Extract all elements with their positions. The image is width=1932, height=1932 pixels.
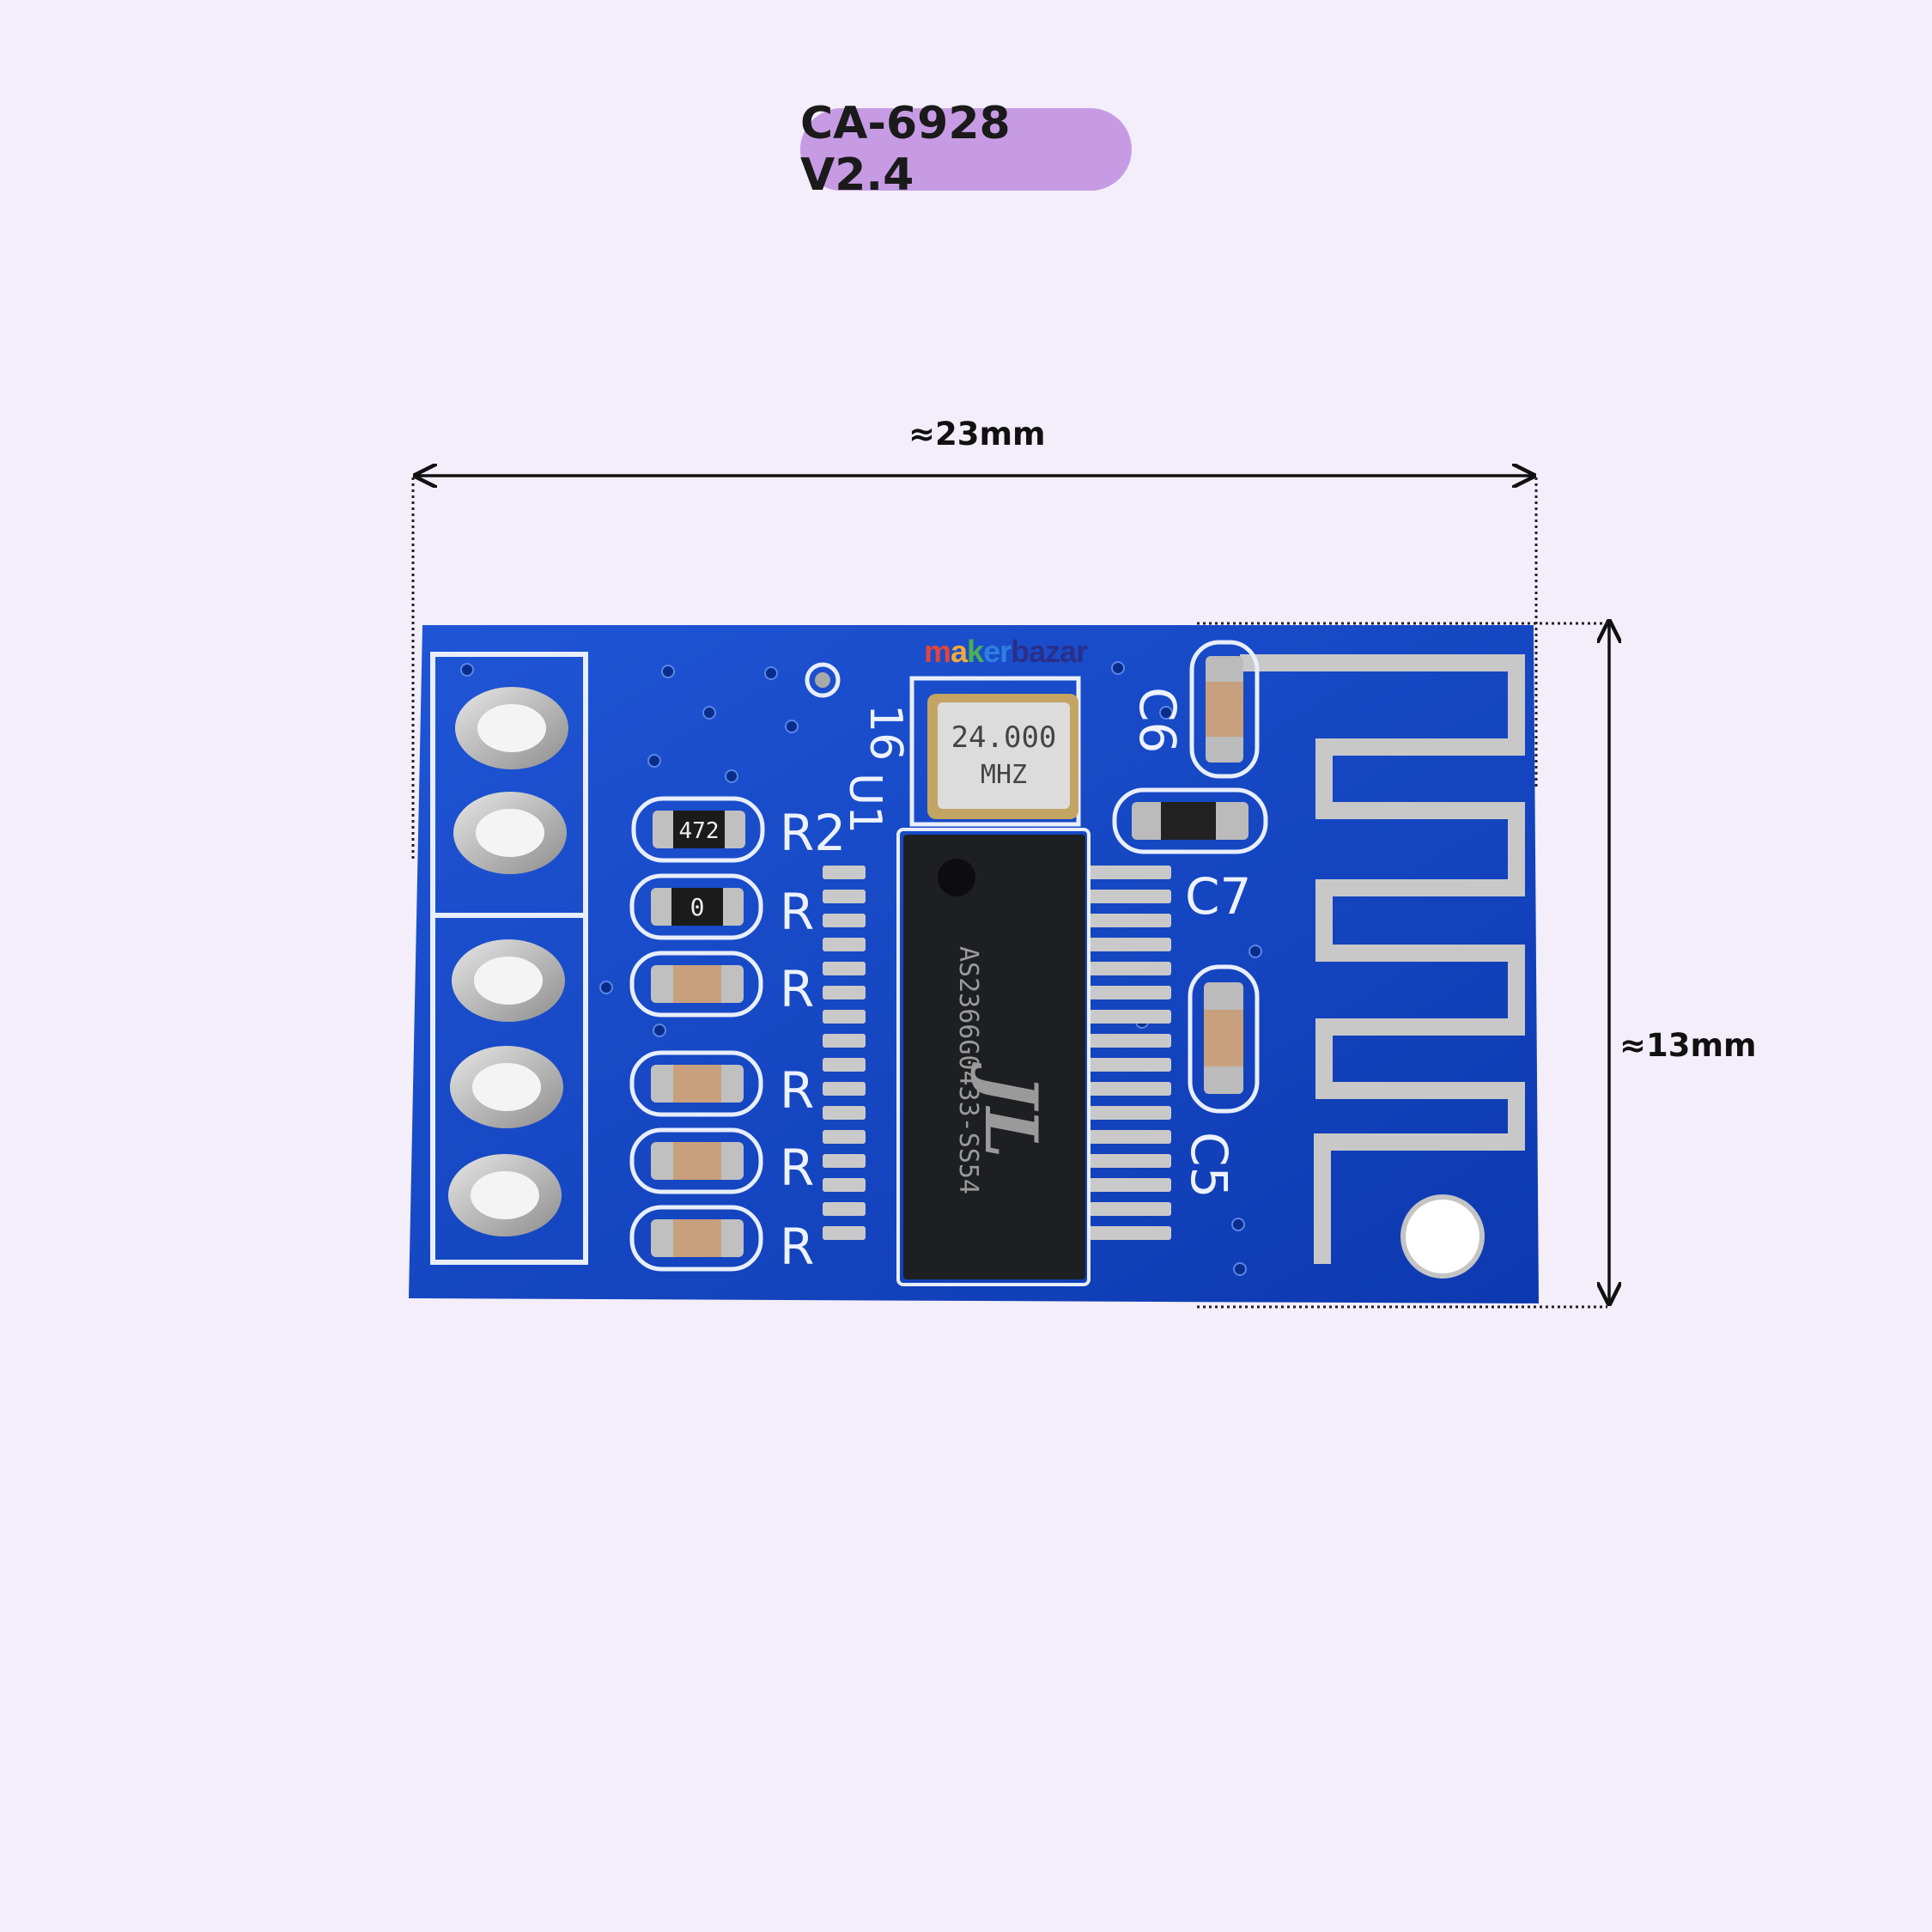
height-dimension-label: ≈13mm <box>1619 1027 1757 1064</box>
crystal-label-frequency: 24.000 <box>951 720 1057 755</box>
ic-logo: JL <box>969 1061 1054 1158</box>
smd-resistors: 472 0 <box>629 796 765 1272</box>
crystal-label-unit: MHZ <box>981 760 1027 790</box>
logo-part-4: er <box>983 634 1012 669</box>
maker-bazar-logo: makerbazar <box>924 634 1088 670</box>
capacitor-c7 <box>1112 787 1268 854</box>
silk-r-4: R <box>780 1139 814 1197</box>
silk-u1-number: 16 <box>860 704 911 761</box>
height-dimension <box>1197 622 1609 1309</box>
main-ic-chip: JL AS2366G0433-SS54 <box>823 828 1171 1286</box>
logo-part-2: a <box>951 634 968 669</box>
silk-r2: R2 <box>780 804 846 862</box>
silk-r-1: R <box>780 883 814 941</box>
title-text: CA-6928 V2.4 <box>800 98 1011 201</box>
logo-part-3: k <box>967 634 984 669</box>
silk-r-2: R <box>780 960 814 1018</box>
silk-u1: U1 <box>839 773 890 834</box>
logo-part-5: bazar <box>1011 634 1088 669</box>
silk-c7: C7 <box>1185 867 1251 926</box>
silk-r-3: R <box>780 1061 814 1120</box>
capacitor-c5 <box>1188 964 1260 1114</box>
width-dimension-label: ≈23mm <box>908 416 1046 453</box>
title-badge: CA-6928 V2.4 <box>800 98 1132 201</box>
silk-r-5: R <box>780 1218 814 1276</box>
header-pads <box>448 687 568 1236</box>
silk-c6: C6 <box>1128 687 1187 753</box>
resistor-r2-value: 472 <box>679 818 720 844</box>
silk-c5: C5 <box>1180 1132 1238 1198</box>
logo-part-1: m <box>924 634 951 669</box>
capacitor-c6 <box>1189 640 1260 779</box>
pcb-antenna <box>1240 654 1525 1264</box>
ic-marking: AS2366G0433-SS54 <box>953 946 983 1194</box>
crystal-oscillator: 24.000 MHZ <box>909 676 1081 827</box>
resistor-r-value: 0 <box>690 893 705 921</box>
width-dimension <box>411 476 1538 859</box>
pcb-board: 24.000 MHZ 472 <box>409 625 1539 1303</box>
